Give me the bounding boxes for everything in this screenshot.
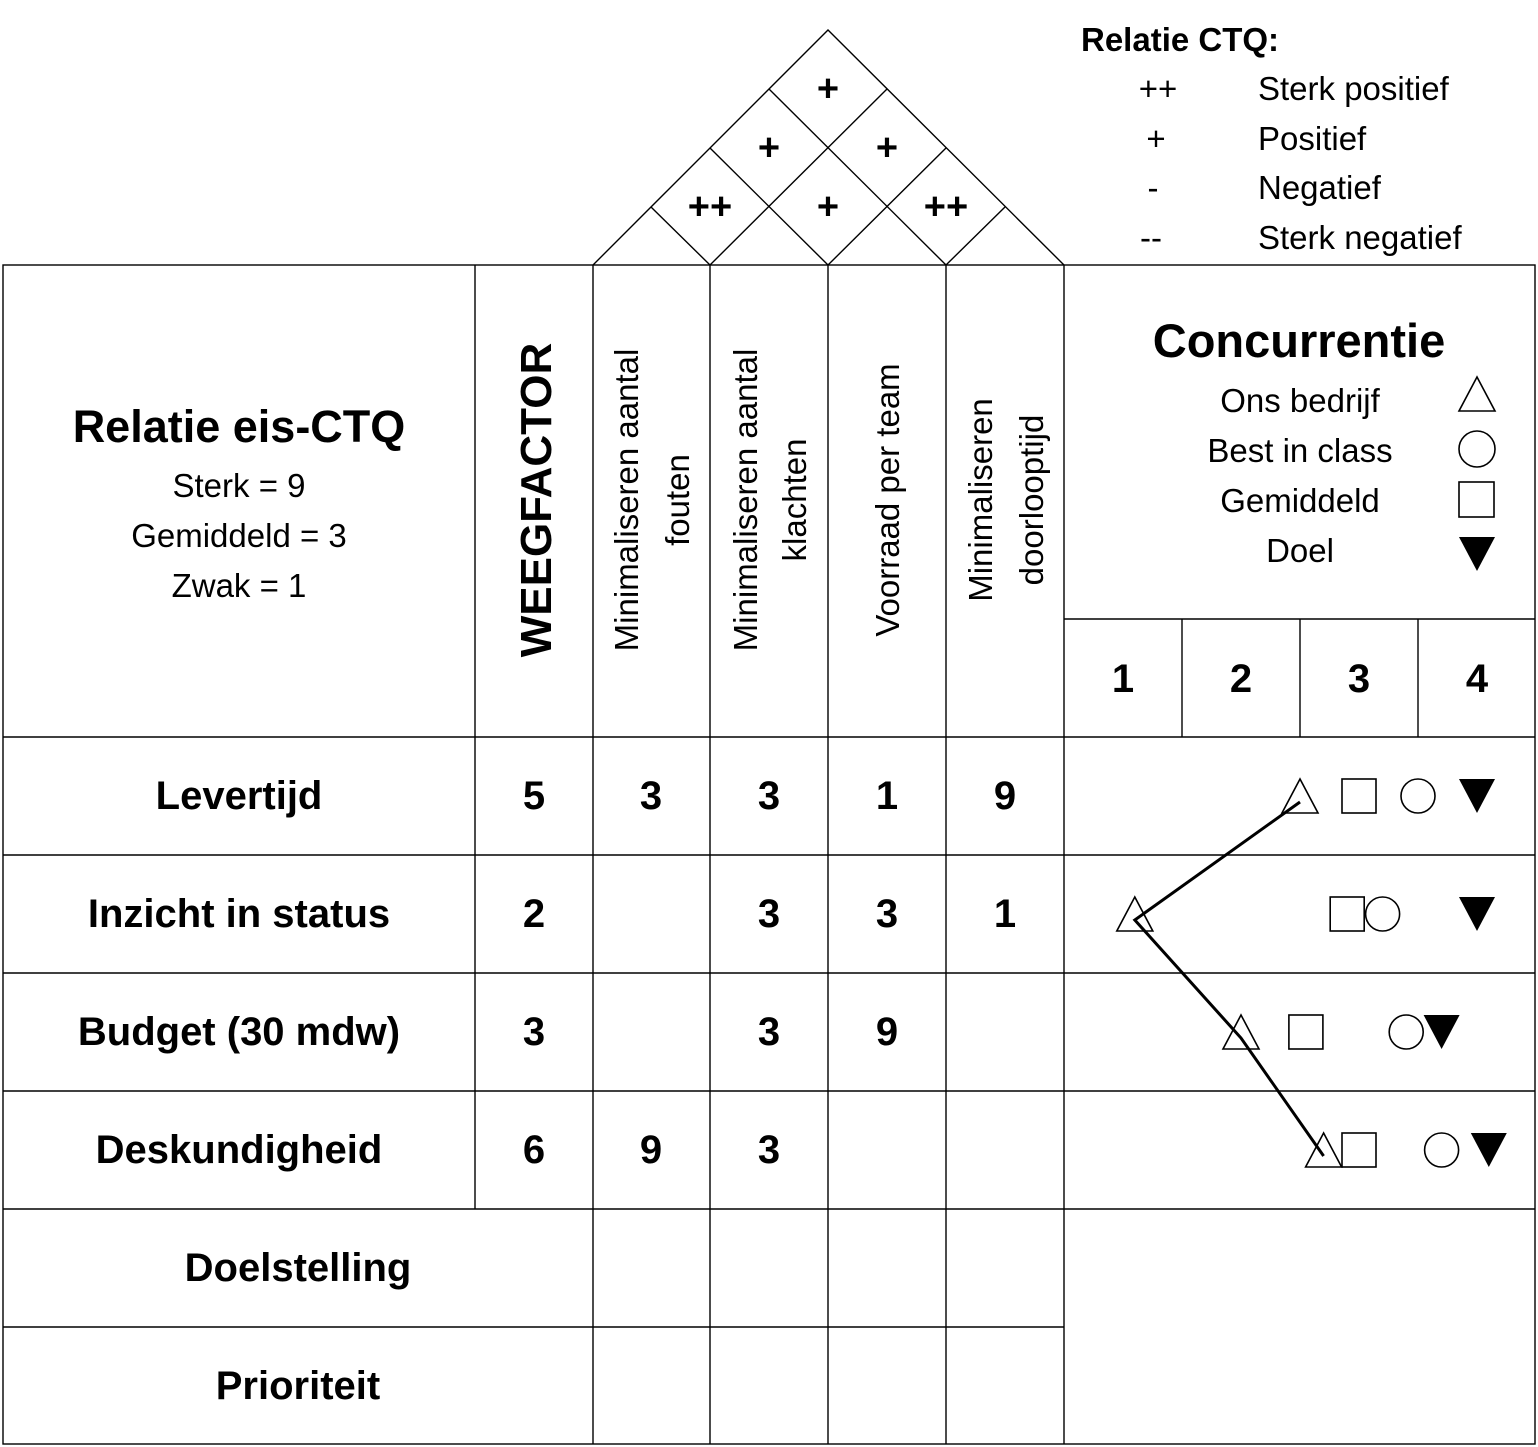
row-cell: 1 bbox=[876, 774, 898, 818]
row-cell: 3 bbox=[758, 892, 780, 936]
goal-triangle-mark bbox=[1459, 897, 1495, 931]
competition-legend-average: Gemiddeld bbox=[1220, 482, 1380, 519]
requirement-row: Budget (30 mdw) 3 3 9 bbox=[78, 1010, 898, 1054]
competition-scale-1: 1 bbox=[1112, 657, 1134, 701]
roof-correlation-middle-left: + bbox=[758, 127, 780, 169]
row-cell: 3 bbox=[876, 892, 898, 936]
correlation-roof: + + + ++ + ++ bbox=[592, 29, 1065, 266]
roof-correlation-top: + bbox=[817, 68, 839, 110]
best-in-class-circle-mark bbox=[1364, 896, 1401, 932]
footer-target-label: Doelstelling bbox=[185, 1246, 412, 1290]
competition-assessment-marks bbox=[1115, 777, 1507, 1168]
ctq-legend-label-negative: Negatief bbox=[1258, 169, 1382, 206]
circle-icon bbox=[1458, 430, 1496, 468]
own-company-profile-line bbox=[1132, 800, 1325, 1157]
roof-correlation-bottom-left: ++ bbox=[688, 186, 732, 228]
relation-box-weak: Zwak = 1 bbox=[172, 567, 307, 604]
row-cell: 1 bbox=[994, 892, 1016, 936]
ctq-legend-symbol-positive: + bbox=[1146, 120, 1165, 157]
ctq-header-errors-line2: fouten bbox=[659, 454, 696, 546]
row-cell: 3 bbox=[640, 774, 662, 818]
matrix-grid bbox=[2, 264, 1536, 1445]
requirement-row: Levertijd 5 3 3 1 9 bbox=[156, 774, 1016, 818]
roof-correlation-bottom-center: + bbox=[817, 186, 839, 228]
competition-scale-3: 3 bbox=[1348, 657, 1370, 701]
ctq-legend-symbol-negative: - bbox=[1148, 169, 1159, 206]
row-label: Budget (30 mdw) bbox=[78, 1010, 400, 1054]
own-company-triangle-mark bbox=[1304, 1131, 1343, 1168]
row-cell: 9 bbox=[640, 1128, 662, 1172]
relation-box-strong: Sterk = 9 bbox=[173, 467, 306, 504]
ctq-legend: Relatie CTQ: ++ Sterk positief + Positie… bbox=[1081, 21, 1462, 256]
ctq-legend-symbol-strong-negative: -- bbox=[1140, 219, 1162, 256]
row-label: Inzicht in status bbox=[88, 892, 390, 936]
requirement-row: Inzicht in status 2 3 3 1 bbox=[88, 892, 1016, 936]
competition-legend-goal: Doel bbox=[1266, 532, 1334, 569]
relation-box-title: Relatie eis-CTQ bbox=[73, 401, 406, 452]
competition-legend-own-company: Ons bedrijf bbox=[1220, 382, 1380, 419]
roof-correlation-bottom-right: ++ bbox=[924, 186, 968, 228]
weight-column-header: WEEGFACTOR bbox=[512, 343, 561, 658]
average-square-mark bbox=[1341, 778, 1377, 814]
ctq-header-complaints-line2: klachten bbox=[776, 439, 813, 562]
ctq-header-errors-line1: Minimaliseren aantal bbox=[608, 349, 645, 652]
row-cell: 3 bbox=[758, 1010, 780, 1054]
row-label: Levertijd bbox=[156, 774, 323, 818]
average-square-mark bbox=[1341, 1132, 1377, 1168]
competition-header: Concurrentie Ons bedrijf Best in class G… bbox=[1112, 314, 1497, 701]
row-weight: 5 bbox=[523, 774, 545, 818]
row-cell: 3 bbox=[758, 1128, 780, 1172]
row-cell: 9 bbox=[876, 1010, 898, 1054]
competition-scale-4: 4 bbox=[1466, 657, 1489, 701]
competition-legend-best-in-class: Best in class bbox=[1207, 432, 1392, 469]
own-company-triangle-mark bbox=[1280, 777, 1320, 814]
ctq-header-leadtime-line1: Minimaliseren bbox=[962, 398, 999, 602]
row-weight: 3 bbox=[523, 1010, 545, 1054]
competition-scale-2: 2 bbox=[1230, 657, 1252, 701]
own-company-triangle-mark bbox=[1221, 1013, 1261, 1050]
requirement-row: Deskundigheid 6 9 3 bbox=[96, 1128, 780, 1172]
roof-correlation-middle-right: + bbox=[876, 127, 898, 169]
triangle-icon bbox=[1457, 375, 1497, 412]
row-weight: 6 bbox=[523, 1128, 545, 1172]
ctq-legend-label-strong-negative: Sterk negatief bbox=[1258, 219, 1462, 256]
relation-box-medium: Gemiddeld = 3 bbox=[131, 517, 347, 554]
average-square-mark bbox=[1329, 896, 1365, 932]
ctq-legend-label-strong-positive: Sterk positief bbox=[1258, 70, 1450, 107]
ctq-header-complaints-line1: Minimaliseren aantal bbox=[727, 349, 764, 652]
row-weight: 2 bbox=[523, 892, 545, 936]
ctq-legend-label-positive: Positief bbox=[1258, 120, 1367, 157]
best-in-class-circle-mark bbox=[1400, 778, 1436, 814]
filled-triangle-down-icon bbox=[1459, 537, 1495, 571]
ctq-legend-title: Relatie CTQ: bbox=[1081, 21, 1279, 58]
goal-triangle-mark bbox=[1470, 1133, 1507, 1167]
goal-triangle-mark bbox=[1459, 779, 1495, 813]
footer-priority-label: Prioriteit bbox=[216, 1364, 380, 1408]
own-company-triangle-mark bbox=[1115, 895, 1155, 932]
ctq-header-leadtime-line2: doorlooptijd bbox=[1013, 415, 1050, 586]
best-in-class-circle-mark bbox=[1388, 1014, 1424, 1050]
average-square-mark bbox=[1288, 1014, 1324, 1050]
row-cell: 9 bbox=[994, 774, 1016, 818]
competition-title: Concurrentie bbox=[1153, 314, 1446, 367]
row-cell: 3 bbox=[758, 774, 780, 818]
relation-scale-box: Relatie eis-CTQ Sterk = 9 Gemiddeld = 3 … bbox=[73, 401, 406, 604]
best-in-class-circle-mark bbox=[1423, 1132, 1460, 1168]
ctq-legend-symbol-strong-positive: ++ bbox=[1139, 70, 1178, 107]
row-label: Deskundigheid bbox=[96, 1128, 383, 1172]
ctq-header-stock-line1: Voorraad per team bbox=[869, 363, 906, 636]
square-icon bbox=[1458, 481, 1495, 518]
goal-triangle-mark bbox=[1423, 1015, 1460, 1049]
